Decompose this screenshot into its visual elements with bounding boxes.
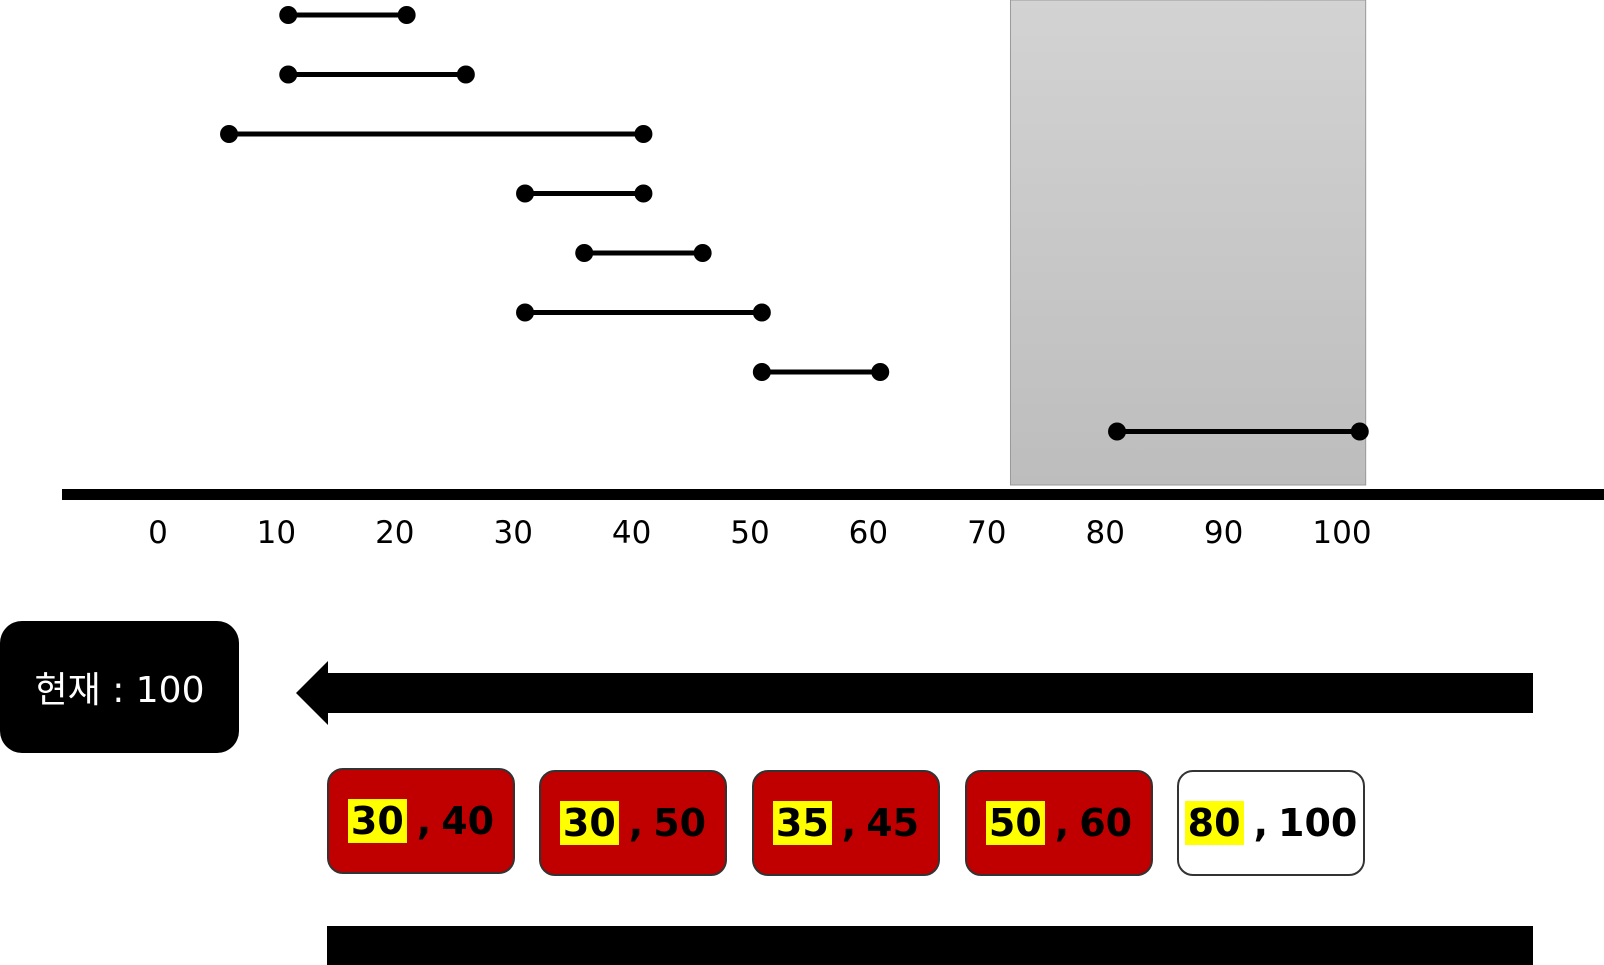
interval-segment bbox=[516, 184, 653, 203]
interval-start-dot bbox=[516, 184, 535, 203]
interval-end-dot bbox=[693, 244, 712, 262]
current-position-label: 현재 : 100 bbox=[34, 670, 205, 711]
interval-start-dot bbox=[220, 125, 239, 143]
interval-end-dot bbox=[752, 303, 771, 322]
sliding-window-highlight bbox=[1009, 0, 1367, 486]
interval-end-dot bbox=[634, 184, 653, 203]
interval-card-separator: , bbox=[1253, 801, 1268, 845]
interval-start-dot bbox=[279, 65, 298, 84]
interval-card-start: 80 bbox=[1184, 801, 1244, 845]
interval-start-dot bbox=[279, 6, 298, 24]
interval-card-removed: 50,60 bbox=[965, 770, 1153, 876]
interval-segment bbox=[575, 244, 712, 262]
interval-segment bbox=[279, 65, 475, 84]
interval-card-separator: , bbox=[841, 801, 857, 845]
interval-card-removed: 35,45 bbox=[752, 770, 940, 876]
interval-list bbox=[220, 6, 1369, 441]
axis-tick-label: 50 bbox=[730, 515, 769, 551]
interval-end-dot bbox=[1350, 422, 1369, 441]
bottom-bar bbox=[327, 926, 1533, 965]
interval-segment bbox=[752, 363, 890, 381]
interval-card-start: 30 bbox=[559, 801, 619, 845]
interval-start-dot bbox=[516, 303, 535, 322]
interval-start-dot bbox=[752, 363, 771, 381]
interval-segment bbox=[1108, 422, 1369, 441]
interval-card-end: 100 bbox=[1278, 801, 1358, 845]
interval-card-separator: , bbox=[1054, 801, 1070, 845]
axis-tick-label: 0 bbox=[148, 515, 168, 551]
interval-card-end: 45 bbox=[866, 801, 920, 845]
number-line-axis bbox=[62, 489, 1604, 500]
arrow-left-icon bbox=[296, 661, 1533, 725]
interval-end-dot bbox=[456, 65, 475, 84]
axis-tick-label: 80 bbox=[1085, 515, 1124, 551]
interval-end-dot bbox=[871, 363, 890, 381]
interval-end-dot bbox=[397, 6, 416, 24]
axis-tick-label: 30 bbox=[493, 515, 532, 551]
interval-card-start: 30 bbox=[347, 799, 407, 843]
interval-segment bbox=[516, 303, 771, 322]
interval-card-separator: , bbox=[628, 801, 644, 845]
axis-tick-label: 100 bbox=[1312, 515, 1371, 551]
interval-card-start: 50 bbox=[985, 801, 1045, 845]
axis-tick-label: 60 bbox=[849, 515, 888, 551]
axis-tick-label: 90 bbox=[1204, 515, 1243, 551]
current-position-badge: 현재 : 100 bbox=[0, 621, 239, 753]
interval-start-dot bbox=[1108, 422, 1127, 441]
interval-card-separator: , bbox=[416, 799, 432, 843]
axis-tick-label: 70 bbox=[967, 515, 1006, 551]
axis-tick-label: 10 bbox=[257, 515, 296, 551]
interval-card-removed: 30,50 bbox=[539, 770, 727, 876]
axis-tick-labels: 0 10 20 30 40 50 60 70 80 90 100 bbox=[148, 515, 1371, 551]
interval-start-dot bbox=[575, 244, 594, 262]
axis-tick-label: 40 bbox=[612, 515, 651, 551]
interval-segment bbox=[279, 6, 416, 24]
interval-card-end: 60 bbox=[1079, 801, 1133, 845]
interval-end-dot bbox=[634, 125, 653, 143]
interval-card-end: 40 bbox=[441, 799, 495, 843]
interval-segment bbox=[220, 125, 653, 143]
axis-tick-label: 20 bbox=[375, 515, 414, 551]
interval-card-removed: 30,40 bbox=[327, 768, 515, 874]
interval-card-active: 80,100 bbox=[1177, 770, 1365, 876]
interval-card-start: 35 bbox=[772, 801, 832, 845]
interval-card-end: 50 bbox=[653, 801, 707, 845]
